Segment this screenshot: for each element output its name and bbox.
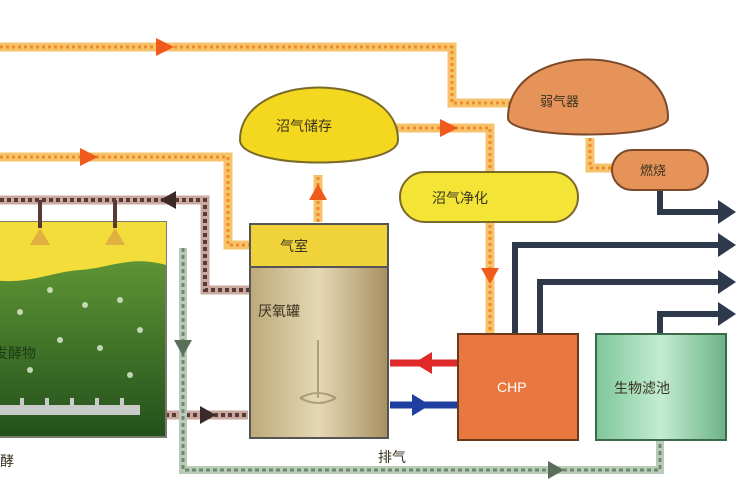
chp-output-arrow-1	[512, 242, 720, 334]
digester-label: 厌氧罐	[258, 304, 300, 320]
gas-arrow-top	[156, 38, 174, 56]
gas-arrow-storage	[440, 119, 458, 137]
substrate-pit: 发酵物	[0, 200, 167, 438]
sprinkler-left	[30, 228, 50, 245]
gas-storage-node: 沼气储存	[238, 86, 400, 164]
gas-purification-node: 沼气净化	[399, 171, 579, 223]
dark-pipes	[0, 191, 250, 424]
bottom-left-partial-label: 酵	[0, 454, 14, 470]
gas-room-label: 气室	[280, 238, 308, 255]
exhaust-arrow-down	[174, 340, 192, 356]
stirrer-icon	[299, 340, 337, 404]
gas-room	[249, 223, 389, 268]
output-arrows	[512, 190, 720, 334]
chp-node: CHP	[457, 333, 579, 441]
biofilter-label: 生物滤池	[614, 381, 670, 397]
cold-water-arrow	[412, 394, 430, 416]
exhaust-arrow-right	[548, 461, 564, 479]
burner-node: 燃烧	[611, 149, 709, 191]
heating-lines	[390, 352, 458, 416]
gas-arrow-down	[481, 268, 499, 284]
torch-node: 弱气器	[506, 58, 670, 136]
recirc-arrow	[160, 191, 176, 209]
digester-tank: 气室 厌氧罐	[249, 223, 389, 439]
gas-purification-label: 沼气净化	[432, 191, 488, 207]
gas-pipes	[0, 38, 618, 334]
hot-water-arrow	[414, 352, 432, 374]
exhaust-label: 排气	[378, 450, 406, 466]
top-gas-pipe	[0, 42, 520, 108]
feed-arrow	[200, 406, 216, 424]
sprinkler-right	[105, 228, 125, 245]
gas-arrow-up	[309, 184, 327, 200]
chp-output-arrow-2	[537, 279, 720, 334]
gas-arrow-second	[80, 148, 98, 166]
burner-output-arrow	[657, 190, 720, 215]
exhaust-pipe-group: 排气	[174, 248, 664, 479]
torch-label: 弱气器	[540, 94, 579, 110]
gas-storage-label: 沼气储存	[276, 119, 332, 135]
burner-label: 燃烧	[640, 163, 666, 179]
substrate-label: 发酵物	[0, 346, 36, 362]
filter-output-arrow	[657, 311, 720, 334]
output-arrowheads	[718, 200, 736, 326]
storage-to-purification-pipe	[395, 123, 495, 334]
biofilter-node: 生物滤池	[595, 333, 727, 441]
chp-label: CHP	[497, 379, 527, 395]
